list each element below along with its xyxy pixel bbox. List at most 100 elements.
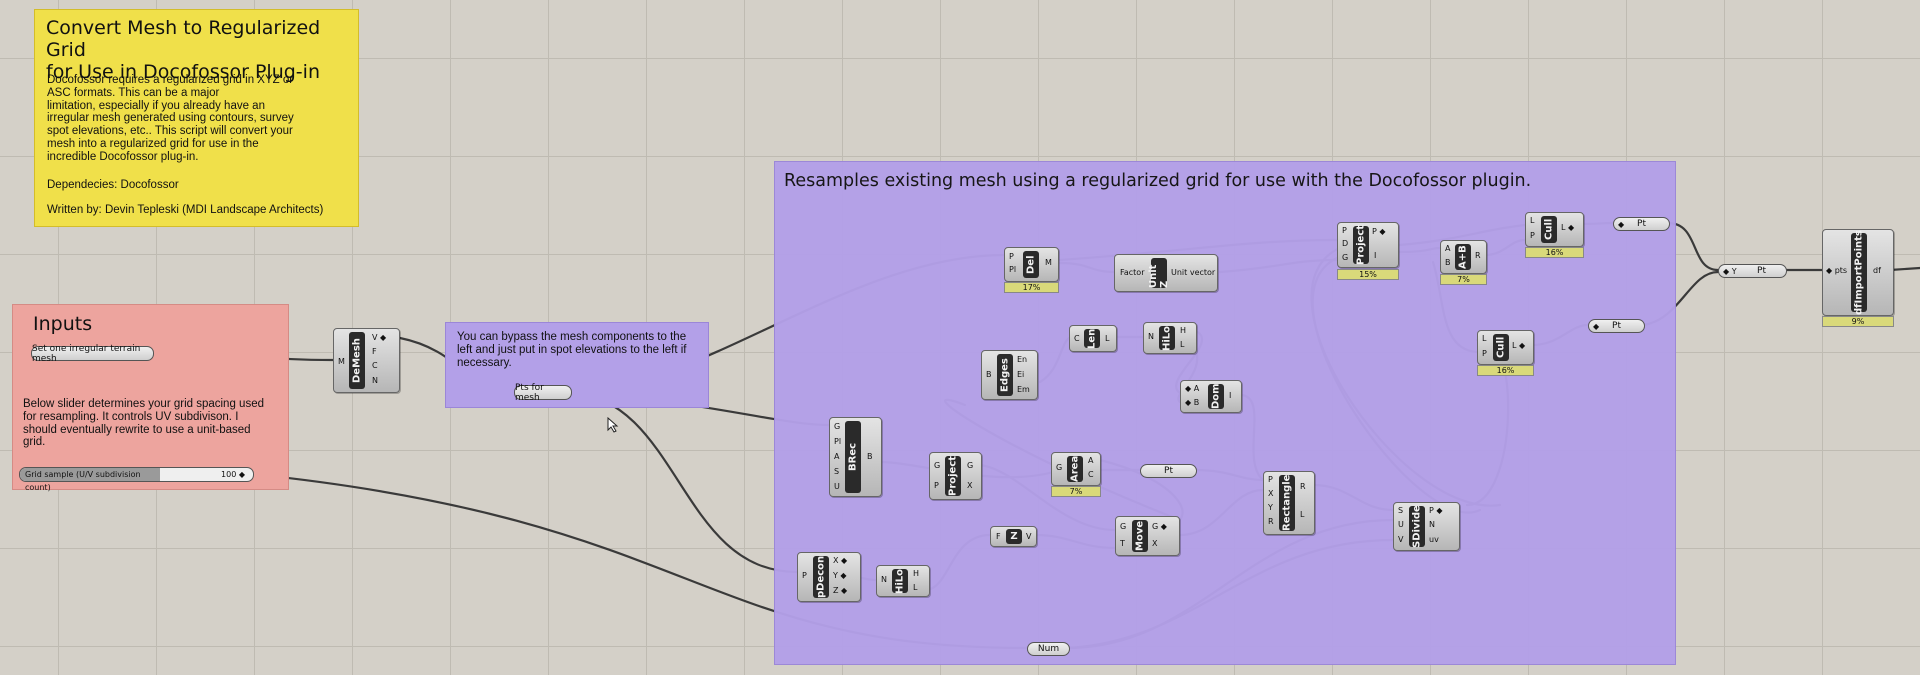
hilo-label-2: HiLo xyxy=(892,568,908,594)
port-n: N xyxy=(372,376,378,385)
port-a: A xyxy=(1445,244,1451,253)
port-c: C xyxy=(1088,470,1094,479)
port-r: R xyxy=(1475,251,1481,260)
move-component[interactable]: G T Move G ◆ X xyxy=(1115,516,1180,556)
pt-param-1[interactable]: ◆ Pt xyxy=(1613,217,1670,231)
ab-label: A+B xyxy=(1455,244,1471,270)
pt-param-3[interactable]: Pt xyxy=(1140,464,1197,478)
project-label-2: Project xyxy=(945,456,961,496)
move-label: Move xyxy=(1132,520,1148,552)
del-label: Del xyxy=(1023,251,1039,278)
port-g: G xyxy=(834,422,841,431)
note-dependencies: Dependecies: Docofossor xyxy=(47,179,179,191)
port-g: G xyxy=(1120,522,1127,531)
port-l: L xyxy=(1300,510,1305,519)
project-label: Project xyxy=(1353,225,1369,265)
port-u: U xyxy=(1398,520,1404,529)
port-g: G xyxy=(934,461,941,470)
len-component[interactable]: C Len L xyxy=(1069,325,1117,352)
sdivide-component[interactable]: S U V SDivide P ◆ N uv xyxy=(1393,502,1460,551)
port-h: H xyxy=(913,569,920,578)
unit-vector-label: Unit vector xyxy=(1171,268,1216,277)
unitz-component[interactable]: Factor Unit Z Unit vector xyxy=(1114,254,1218,292)
pt-param-2[interactable]: ◆ Pt xyxy=(1588,319,1645,333)
pt-icon: ◆ xyxy=(1618,219,1625,229)
port-r-out: R xyxy=(1300,482,1306,491)
port-b: B xyxy=(867,452,873,461)
num-param[interactable]: Num xyxy=(1027,642,1070,656)
cull-component-2[interactable]: L P Cull L ◆ xyxy=(1477,330,1534,365)
port-l: L xyxy=(1105,334,1110,343)
dom-component[interactable]: ◆ A ◆ B Dom I xyxy=(1180,380,1242,413)
port-p: P ◆ xyxy=(1429,506,1443,515)
port-n: N xyxy=(1148,332,1154,341)
cull-component[interactable]: L P Cull L ◆ xyxy=(1525,212,1584,247)
port-f: F xyxy=(996,532,1001,541)
area-percent: 7% xyxy=(1051,486,1101,497)
edges-label: Edges xyxy=(997,354,1013,396)
dfimport-component[interactable]: ◆ pts dfImportPoints df xyxy=(1822,229,1894,316)
area-component[interactable]: G Area A C xyxy=(1051,452,1101,486)
port-x: X xyxy=(1152,539,1158,548)
ab-component[interactable]: A B A+B R xyxy=(1440,240,1487,274)
port-b: B xyxy=(986,370,992,379)
pts-for-mesh-param[interactable]: Pts for mesh xyxy=(514,383,572,403)
del-component[interactable]: P Pl Del M xyxy=(1004,247,1059,282)
z-label: Z xyxy=(1006,529,1022,544)
port-x: X xyxy=(1268,489,1274,498)
port-p: P xyxy=(1009,252,1014,261)
port-pl: Pl xyxy=(1009,265,1017,274)
note-body: Docofossor requires a regularized grid i… xyxy=(47,74,294,163)
main-title: Resamples existing mesh using a regulari… xyxy=(784,171,1532,191)
edges-component[interactable]: B Edges En Ei Em xyxy=(981,350,1038,400)
unitz-label: Unit Z xyxy=(1148,258,1170,288)
port-en: En xyxy=(1017,355,1028,364)
demesh-component[interactable]: M DeMesh V ◆ F C N xyxy=(333,328,400,393)
port-pl: Pl xyxy=(834,437,842,446)
bypass-group: You can bypass the mesh components to th… xyxy=(445,322,709,408)
hilo-component[interactable]: N HiLo H L xyxy=(1143,322,1197,354)
port-c: C xyxy=(372,361,378,370)
port-l: L xyxy=(1180,340,1185,349)
port-m: M xyxy=(338,357,345,366)
hilo-component-2[interactable]: N HiLo H L xyxy=(876,565,930,597)
port-b: B xyxy=(1445,258,1451,267)
port-y: Y ◆ xyxy=(833,571,847,580)
rectangle-component[interactable]: P X Y R Rectangle R L xyxy=(1263,471,1315,535)
port-x: X xyxy=(967,481,973,490)
port-p: P xyxy=(1268,475,1273,484)
port-y: Y xyxy=(1268,503,1273,512)
ab-percent: 7% xyxy=(1440,274,1487,285)
port-l: L xyxy=(913,583,918,592)
port-p: P xyxy=(934,481,939,490)
port-l-out: L ◆ xyxy=(1561,223,1575,232)
cull-label-2: Cull xyxy=(1493,334,1509,361)
project-component-2[interactable]: G P Project G X xyxy=(929,452,982,500)
port-d: D xyxy=(1342,239,1349,248)
port-p: P xyxy=(1482,349,1487,358)
del-percent: 17% xyxy=(1004,282,1059,293)
port-a: A xyxy=(834,452,840,461)
cull-percent-2: 16% xyxy=(1477,365,1534,376)
brec-component[interactable]: G Pl A S U BRec B xyxy=(829,417,882,497)
port-t: T xyxy=(1120,539,1125,548)
project-component[interactable]: P D G Project P ◆ I xyxy=(1337,222,1399,268)
port-r: R xyxy=(1268,517,1274,526)
pt-merge-param[interactable]: ◆ Y Pt xyxy=(1718,264,1787,278)
port-b: ◆ B xyxy=(1185,398,1200,407)
mesh-param[interactable]: Set one irregular terrain mesh xyxy=(31,344,154,364)
pdecon-component[interactable]: P pDecon X ◆ Y ◆ Z ◆ xyxy=(797,552,861,602)
len-label: Len xyxy=(1084,328,1100,349)
note-author: Written by: Devin Tepleski (MDI Landscap… xyxy=(47,204,324,216)
demesh-label: DeMesh xyxy=(349,332,365,389)
slider-label: Grid sample (U/V subdivision count) xyxy=(20,468,160,492)
slider-note: Below slider determines your grid spacin… xyxy=(23,398,264,449)
df-label: df xyxy=(1873,266,1881,275)
bypass-text: You can bypass the mesh components to th… xyxy=(457,331,687,369)
rectangle-label: Rectangle xyxy=(1279,475,1295,531)
grid-sample-slider[interactable]: Grid sample (U/V subdivision count) 100 … xyxy=(19,467,254,492)
z-component[interactable]: F Z V xyxy=(990,526,1037,547)
dfimport-percent: 9% xyxy=(1822,316,1894,327)
dfimport-label: dfImportPoints xyxy=(1851,230,1867,315)
inputs-group: Inputs Below slider determines your grid… xyxy=(12,304,289,490)
